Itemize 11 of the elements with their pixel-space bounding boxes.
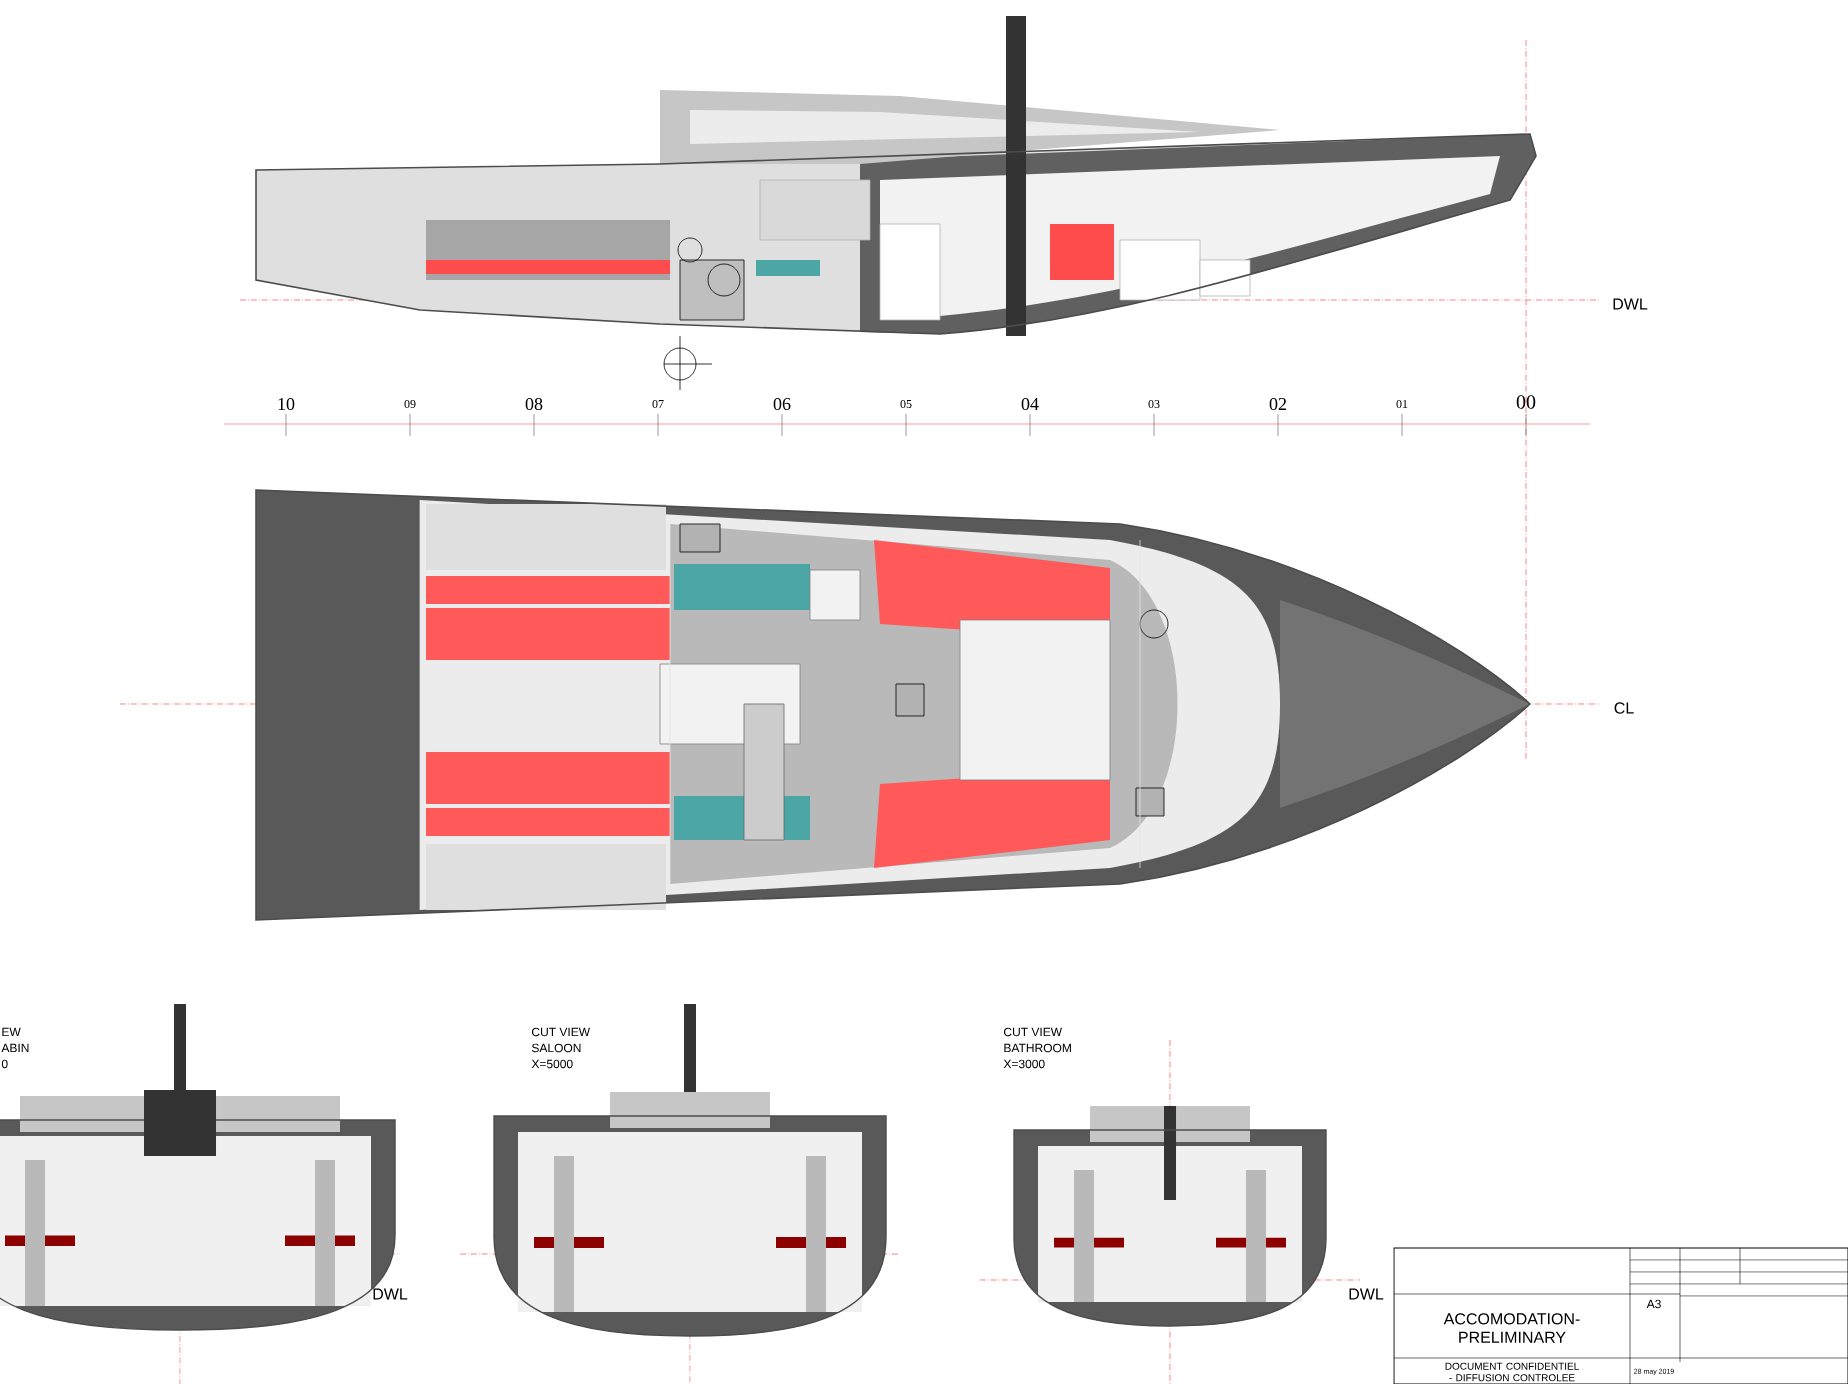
station-number: 08 [525,397,543,411]
station-number: 04 [1021,397,1039,411]
station-number: 00 [1516,395,1536,409]
station-number: 02 [1269,397,1286,411]
waterline-label: DWL [1613,298,1648,310]
waterline-label: DWL [373,1288,408,1300]
waterline-label: DWL [1349,1288,1384,1300]
centerline-label: CL [1614,702,1634,714]
drawing-title: ACCOMODATION-PRELIMINARY [1443,1313,1580,1343]
station-number: 06 [773,397,791,411]
station-number: 10 [278,397,295,411]
